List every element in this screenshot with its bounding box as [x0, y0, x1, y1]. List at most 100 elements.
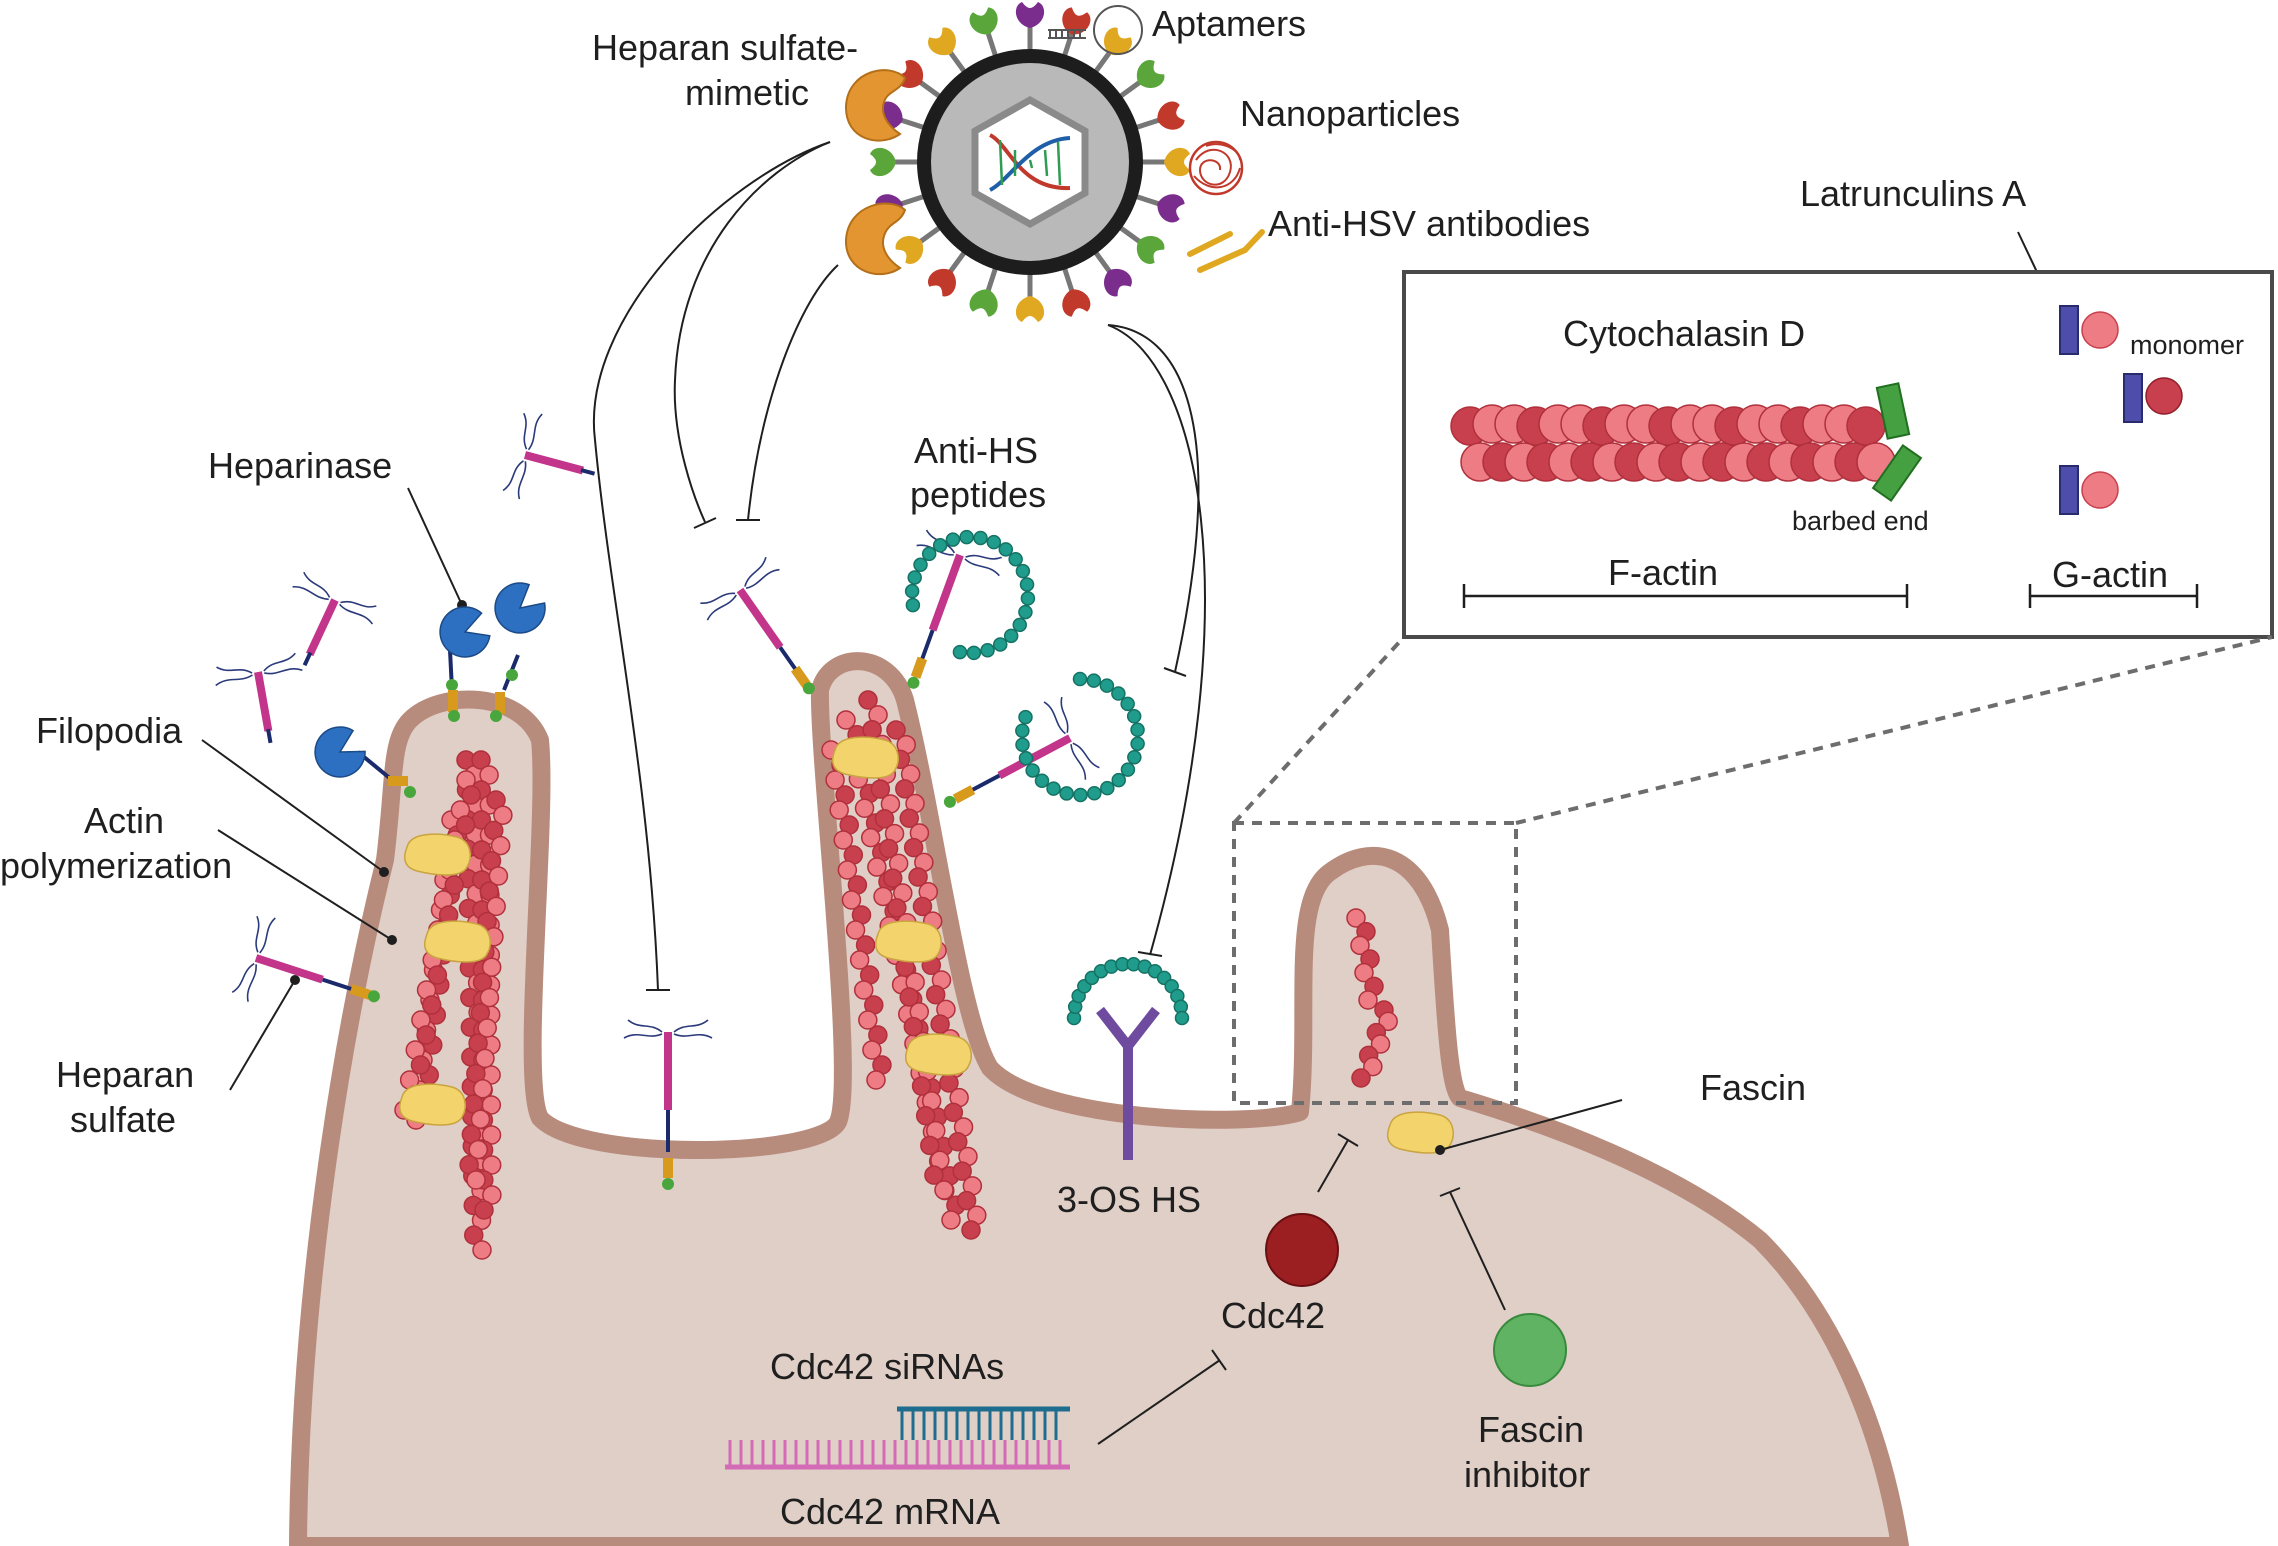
actin-subunit [1350, 935, 1370, 956]
actin-subunit [1351, 1068, 1371, 1088]
actin-subunit [1363, 1056, 1383, 1077]
actin-subunit [477, 1018, 497, 1038]
peptide-bead [980, 643, 995, 658]
actin-subunit [948, 1132, 968, 1152]
actin-subunit [474, 1200, 494, 1220]
dna-helix-icon [988, 133, 1071, 192]
label-heparan-mimetic-1: Heparan sulfate- [592, 27, 858, 68]
label-aptamers: Aptamers [1152, 3, 1306, 44]
actin-subunit [479, 987, 500, 1008]
actin-subunit [472, 1240, 492, 1260]
actin-subunit [886, 720, 906, 740]
peptide-bead [1015, 737, 1030, 752]
peptide-bead [945, 532, 961, 547]
f-actin-filament [1450, 404, 1896, 482]
actin-subunit [461, 785, 481, 805]
actin-subunit [416, 1025, 436, 1045]
actin-subunit [845, 920, 866, 940]
actin-subunit [882, 868, 903, 888]
aptamer-icon [1048, 5, 1143, 55]
fascin-protein [874, 920, 942, 963]
peptide-bead [1127, 750, 1142, 765]
actin-subunit [1378, 1011, 1398, 1032]
heparan-sulfate-mimetic-icon [844, 69, 907, 276]
peptide-bead [1008, 551, 1023, 567]
actin-subunit [961, 1220, 981, 1240]
label-anti-hs-peptides-1: Anti-HS [914, 430, 1038, 471]
fascin-protein [398, 1083, 466, 1126]
actin-subunit [481, 957, 502, 977]
peptide-bead [973, 530, 988, 546]
glycoprotein-spike [1016, 274, 1044, 322]
label-f-actin: F-actin [1608, 552, 1718, 593]
glycoprotein-spike [1132, 183, 1186, 225]
peptide-bead [1025, 763, 1040, 778]
peptide-bead [1099, 678, 1115, 693]
label-cdc42-mrna: Cdc42 mRNA [780, 1491, 1000, 1532]
peptide-bead [1126, 709, 1142, 724]
peptide-bead [1020, 591, 1036, 606]
peptide-bead [913, 557, 928, 573]
fascin-protein [423, 920, 491, 963]
sirna-mrna-duplex [725, 1406, 1070, 1470]
callout-lines [201, 231, 2056, 1151]
actin-subunit [941, 1210, 961, 1230]
peptide-bead [1130, 736, 1145, 751]
peptide-bead [1120, 762, 1136, 777]
actin-subunit [915, 1106, 936, 1126]
peptide-bead [986, 534, 1002, 550]
actin-subunit [475, 1048, 495, 1069]
actin-subunit [899, 987, 919, 1007]
actin-subunit [858, 690, 878, 710]
glycoprotein-spike [870, 148, 918, 176]
actin-subunit [1358, 990, 1378, 1010]
glycoprotein-spike [1142, 148, 1190, 176]
peptide-bead [907, 570, 922, 585]
actin-subunit [421, 995, 442, 1015]
actin-subunit [849, 950, 870, 970]
peptide-bead [1015, 563, 1031, 579]
peptide-bead [1046, 781, 1061, 796]
label-barbed-end: barbed end [1792, 506, 1929, 536]
heparinase-enzyme [305, 718, 373, 787]
actin-subunit [1346, 908, 1366, 928]
actin-subunit [956, 1190, 977, 1211]
label-anti-hsv-antibodies: Anti-HSV antibodies [1268, 203, 1590, 244]
peptide-bead [905, 597, 921, 613]
peptide-bead [1087, 785, 1102, 801]
label-fascin: Fascin [1700, 1067, 1806, 1108]
peptide-bead [1034, 773, 1050, 789]
peptide-bead [998, 542, 1014, 557]
label-nanoparticles: Nanoparticles [1240, 93, 1460, 134]
actin-subunit [837, 860, 858, 880]
hsv-virion [870, 2, 1190, 322]
label-cytochalasin: Cytochalasin D [1563, 313, 1805, 354]
actin-subunit [924, 1165, 944, 1185]
peptide-bead [1111, 686, 1126, 701]
peptide-bead [1174, 1010, 1190, 1026]
actin-subunit [925, 984, 946, 1005]
actin-subunit [466, 1170, 486, 1190]
label-fascin-inhibitor-2: inhibitor [1464, 1454, 1590, 1495]
cell-membrane [289, 652, 1909, 1546]
actin-subunit [887, 898, 907, 918]
actin-subunit [952, 1161, 972, 1181]
peptide-bead [932, 538, 948, 553]
g-actin-monomers [2059, 305, 2183, 515]
peptide-bead [1015, 723, 1030, 738]
scale-brackets [1462, 584, 2199, 608]
actin-subunit [908, 867, 928, 887]
actin-subunit [468, 1139, 488, 1160]
actin-subunit [912, 896, 933, 917]
actin-subunit [934, 1180, 954, 1200]
peptide-bead [1018, 604, 1033, 620]
label-cdc42-sirnas: Cdc42 siRNAs [770, 1346, 1004, 1387]
actin-subunit [490, 835, 511, 856]
actin-subunit [866, 1070, 886, 1090]
actin-subunit [833, 830, 854, 850]
peptide-bead [1072, 671, 1088, 687]
actin-subunit [488, 866, 509, 886]
glycoprotein-spike [967, 264, 1009, 318]
actin-subunit [1354, 962, 1374, 983]
